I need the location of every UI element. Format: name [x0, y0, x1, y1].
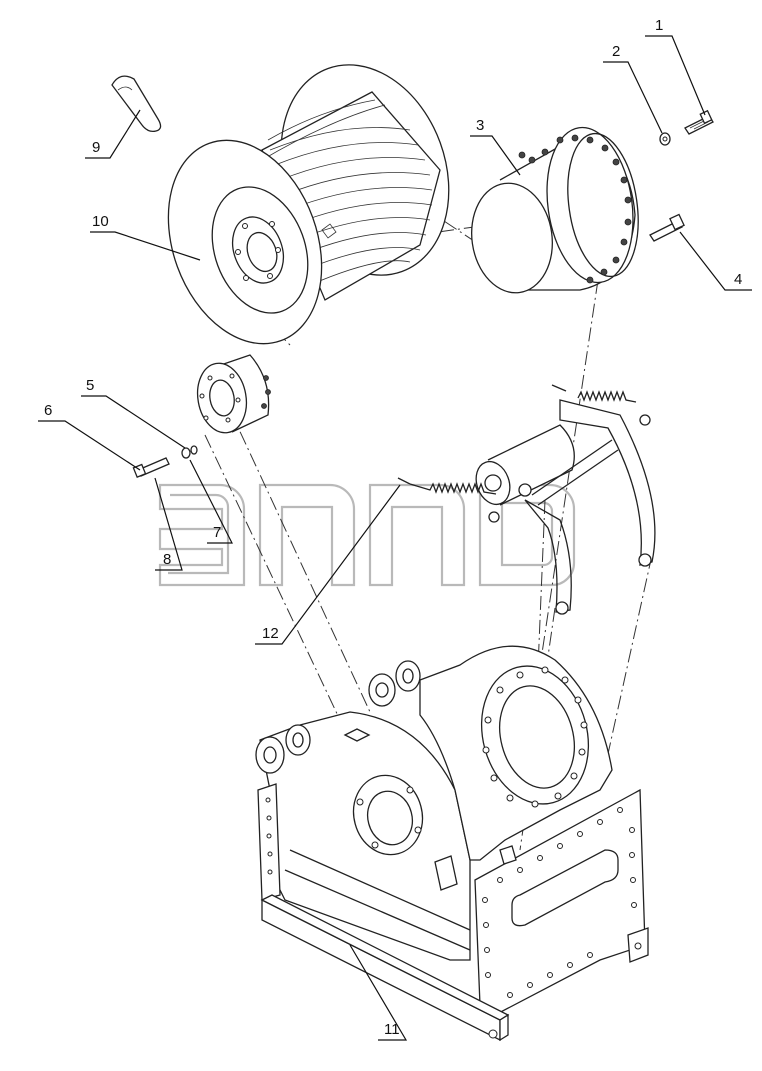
callout-8: 8 [163, 551, 171, 568]
callout-1: 1 [655, 17, 663, 34]
callout-11: 11 [384, 1021, 400, 1038]
callout-3: 3 [476, 117, 484, 134]
callout-7: 7 [213, 524, 221, 541]
part-5-washer [181, 445, 198, 459]
part-3-gearbox [471, 126, 639, 294]
callout-4: 4 [734, 271, 742, 288]
part-1-bolt [684, 109, 714, 135]
part-12-spring [397, 477, 500, 523]
brake-cylinder [475, 424, 575, 506]
brake-arm [524, 399, 656, 615]
callout-10: 10 [92, 213, 109, 230]
part-9-handle [111, 75, 162, 133]
callout-9: 9 [92, 139, 100, 156]
callout-2: 2 [612, 43, 620, 60]
part-11-frame [255, 645, 649, 1042]
callout-6: 6 [44, 402, 52, 419]
callout-12: 12 [262, 625, 279, 642]
leader-lines [38, 35, 752, 1041]
callout-5: 5 [86, 377, 94, 394]
flange-assembly [196, 354, 271, 434]
part-4-bolt [649, 213, 685, 242]
part-2-washer [659, 132, 671, 146]
upper-spring [551, 384, 651, 426]
callout-labels: 1 2 3 4 5 6 7 8 9 10 11 12 [44, 17, 742, 1038]
part-10-drum [167, 64, 450, 345]
part-6-bolt [132, 457, 170, 478]
